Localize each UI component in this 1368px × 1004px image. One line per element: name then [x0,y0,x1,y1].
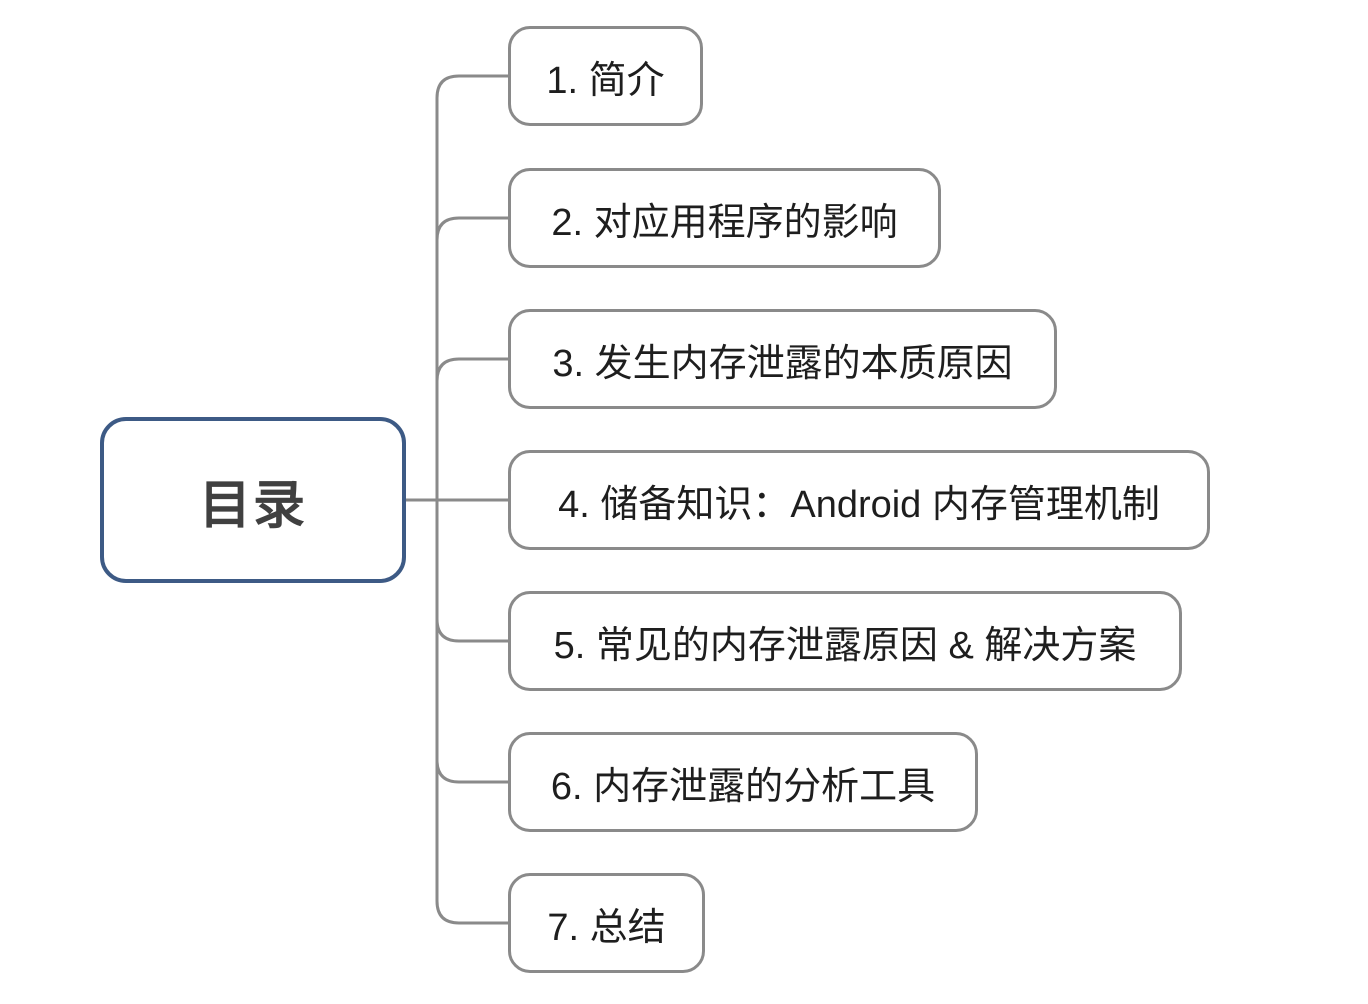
topic-node-3[interactable]: 3. 发生内存泄露的本质原因 [508,309,1057,409]
topic-node-4[interactable]: 4. 储备知识：Android 内存管理机制 [508,450,1210,550]
connector-topic3 [435,357,508,382]
root-node-label: 目录 [198,476,307,535]
topic-node-6[interactable]: 6. 内存泄露的分析工具 [508,732,978,832]
topic-node-3-label: 3. 发生内存泄露的本质原因 [552,342,1013,385]
root-node[interactable]: 目录 [100,417,406,583]
topic-node-1[interactable]: 1. 简介 [508,26,703,126]
topic-node-1-label: 1. 简介 [546,59,665,102]
topic-node-2[interactable]: 2. 对应用程序的影响 [508,168,941,268]
topic-node-7-label: 7. 总结 [547,906,666,949]
connector-trunk [435,74,508,925]
connector-topic6 [435,759,508,784]
topic-node-6-label: 6. 内存泄露的分析工具 [550,765,936,808]
connector-topic5 [435,618,508,643]
topic-node-7[interactable]: 7. 总结 [508,873,705,973]
connector-topic2 [435,216,508,241]
topic-node-5-label: 5. 常见的内存泄露原因 & 解决方案 [553,624,1137,667]
topic-node-5[interactable]: 5. 常见的内存泄露原因 & 解决方案 [508,591,1182,691]
topic-node-4-label: 4. 储备知识：Android 内存管理机制 [558,483,1160,526]
topic-node-2-label: 2. 对应用程序的影响 [551,201,898,244]
